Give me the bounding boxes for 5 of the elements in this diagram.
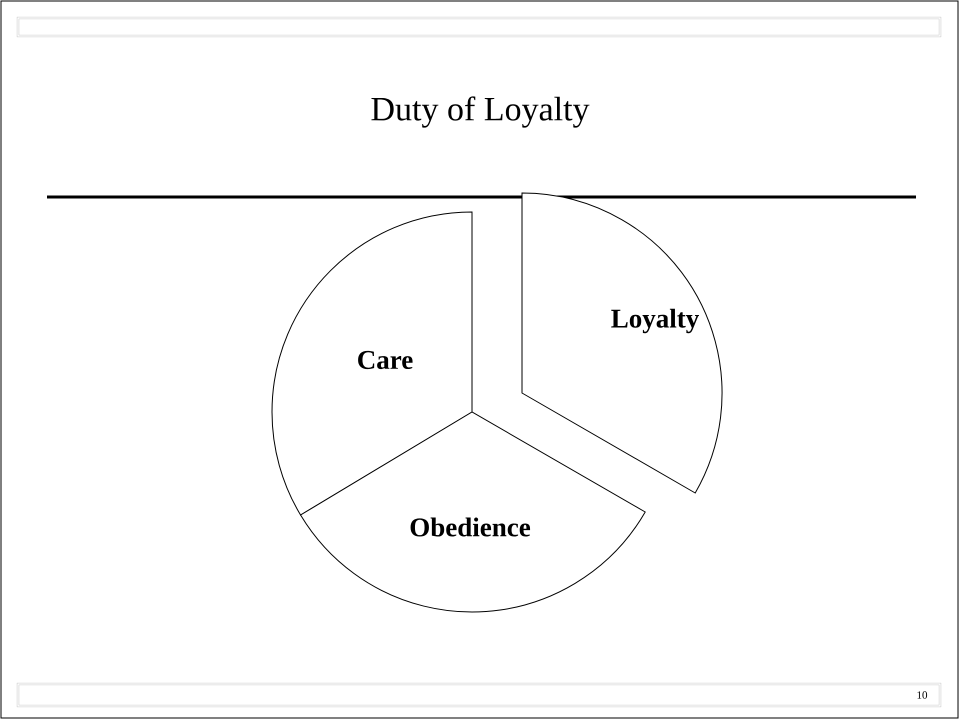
pie-slice: Obedience bbox=[300, 412, 646, 613]
pie-slice: Loyalty bbox=[522, 192, 723, 494]
page-number: 10 bbox=[917, 691, 928, 699]
pie-slice: Care bbox=[272, 212, 472, 516]
title: Duty of Loyalty bbox=[371, 96, 590, 128]
